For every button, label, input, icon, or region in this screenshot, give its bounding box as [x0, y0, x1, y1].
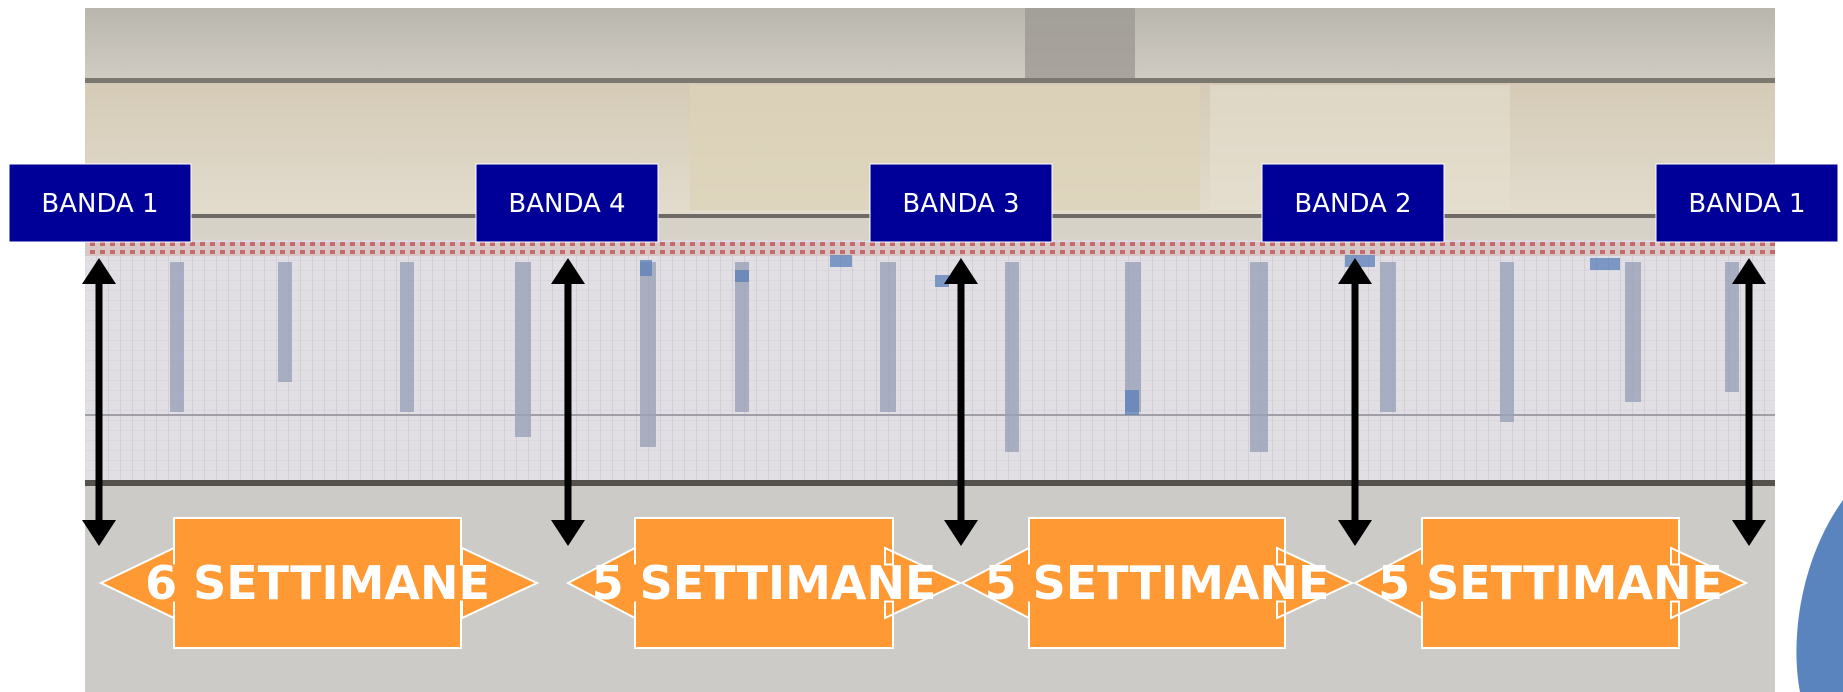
period-label: 5 SETTIMANE [985, 556, 1330, 610]
band-box [1261, 163, 1445, 243]
arrow-head-up [1732, 258, 1766, 284]
band-label: BANDA 2 [1294, 189, 1411, 219]
band-box [869, 163, 1053, 243]
arrow-head-down [944, 520, 978, 546]
arrow-head-down [551, 520, 585, 546]
arrow-head-up [551, 258, 585, 284]
period-callout [1352, 517, 1749, 649]
period-label: 6 SETTIMANE [145, 556, 490, 610]
band-label: BANDA 1 [41, 189, 158, 219]
period-label: 5 SETTIMANE [1378, 556, 1723, 610]
period-callout [98, 517, 540, 649]
arrow-head-up [1338, 258, 1372, 284]
period-label: 5 SETTIMANE [592, 556, 937, 610]
arrow-head-down [1732, 520, 1766, 546]
arrow-head-down [82, 520, 116, 546]
band-label: BANDA 3 [902, 189, 1019, 219]
arrow-head-up [944, 258, 978, 284]
band-box [1655, 163, 1839, 243]
arrow-head-up [82, 258, 116, 284]
arrow-head-down [1338, 520, 1372, 546]
period-callout [959, 517, 1355, 649]
band-box [475, 163, 659, 243]
band-label: BANDA 4 [508, 189, 625, 219]
band-box [8, 163, 192, 243]
band-label: BANDA 1 [1688, 189, 1805, 219]
